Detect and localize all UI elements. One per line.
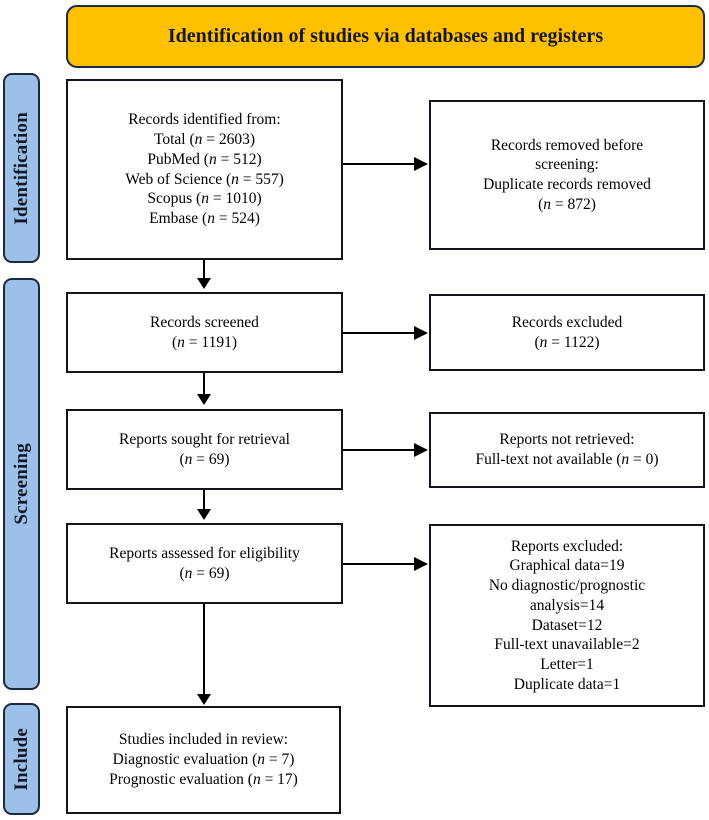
box-records-screened: Records screened (n = 1191) — [66, 292, 343, 373]
box-reports-assessed-text: Reports assessed for eligibility (n = 69… — [109, 544, 300, 582]
arrowhead-right-icon-reports-excluded — [414, 557, 428, 571]
box-records-screened-text: Records screened (n = 1191) — [150, 313, 259, 351]
phase-bar-screening: Screening — [3, 278, 40, 690]
phase-label-identification: Identification — [10, 111, 32, 225]
phase-label-screening: Screening — [10, 443, 32, 525]
box-records-excluded: Records excluded (n = 1122) — [429, 294, 705, 371]
arrowhead-right-icon-removed — [414, 157, 428, 171]
arrowhead-down-icon-sought — [197, 394, 211, 405]
box-reports-sought-text: Reports sought for retrieval (n = 69) — [119, 430, 290, 468]
phase-bar-identification: Identification — [3, 73, 40, 263]
box-records-removed: Records removed before screening: Duplic… — [429, 100, 705, 250]
box-records-identified-text: Records identified from: Total (n = 2603… — [125, 111, 284, 227]
box-records-excluded-text: Records excluded (n = 1122) — [511, 313, 623, 351]
arrowhead-down-icon-assessed — [197, 509, 211, 520]
arrowhead-right-icon-not-retrieved — [414, 443, 428, 457]
phase-label-include: Include — [10, 727, 32, 791]
header-title: Identification of studies via databases … — [167, 25, 604, 47]
box-reports-sought: Reports sought for retrieval (n = 69) — [66, 409, 343, 490]
connector-line-identified-to-removed — [343, 163, 418, 165]
box-studies-included-text: Studies included in review: Diagnostic e… — [109, 731, 298, 788]
connector-line-assessed-to-reports-excluded — [343, 563, 418, 565]
connector-line-assessed-to-included — [203, 604, 205, 697]
box-records-identified: Records identified from: Total (n = 2603… — [66, 79, 343, 260]
arrowhead-down-icon-included — [197, 694, 211, 705]
box-reports-not-retrieved-text: Reports not retrieved: Full-text not ava… — [475, 431, 659, 468]
connector-line-screened-to-excluded — [343, 332, 418, 334]
box-reports-assessed: Reports assessed for eligibility (n = 69… — [66, 523, 343, 604]
box-reports-excluded-text: Reports excluded: Graphical data=19 No d… — [488, 537, 646, 693]
connector-line-identified-to-screened — [203, 260, 205, 281]
connector-line-sought-to-assessed — [203, 490, 205, 512]
box-records-removed-text: Records removed before screening: Duplic… — [483, 136, 651, 213]
box-reports-excluded: Reports excluded: Graphical data=19 No d… — [429, 524, 705, 707]
box-studies-included: Studies included in review: Diagnostic e… — [66, 706, 341, 814]
box-reports-not-retrieved: Reports not retrieved: Full-text not ava… — [429, 412, 705, 488]
connector-line-screened-to-sought — [203, 373, 205, 397]
arrowhead-down-icon-screened — [197, 278, 211, 289]
header-banner: Identification of studies via databases … — [66, 5, 705, 68]
arrowhead-right-icon-excluded — [414, 326, 428, 340]
connector-line-sought-to-not-retrieved — [343, 449, 418, 451]
phase-bar-include: Include — [3, 703, 40, 815]
